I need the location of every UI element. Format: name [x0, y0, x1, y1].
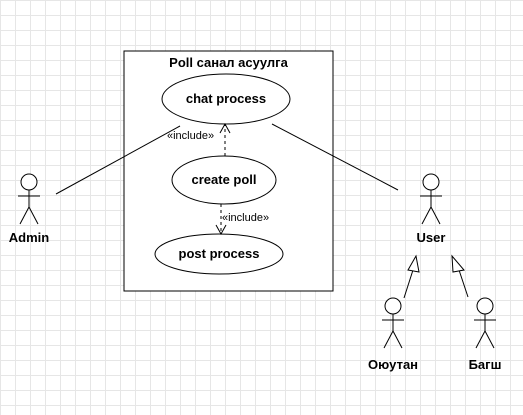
use-case-post-process-label: post process: [178, 246, 260, 261]
actor-student-label: Оюутан: [367, 357, 419, 372]
include-label-2: «include»: [222, 212, 270, 224]
use-case-chat-process-label: chat process: [185, 91, 267, 106]
actor-student-figure: [382, 297, 404, 349]
actor-user-label: User: [416, 230, 446, 245]
actor-teacher-figure: [474, 297, 496, 349]
include-arrowhead-2: [215, 224, 227, 236]
include-arrowhead-1: [219, 122, 231, 134]
association-admin-chat: [55, 125, 181, 195]
association-user-chat: [271, 123, 399, 191]
use-case-post-process: [154, 233, 284, 275]
actor-admin-figure: [18, 173, 40, 225]
generalization-arrowhead-student: [407, 254, 420, 273]
generalization-teacher-user: [458, 269, 469, 298]
actor-teacher-label: Багш: [468, 357, 502, 372]
use-case-create-poll: [171, 155, 277, 205]
use-case-chat-process: [161, 73, 291, 125]
actor-user-figure: [420, 173, 442, 225]
actor-admin-label: Admin: [8, 230, 50, 245]
generalization-student-user: [403, 269, 414, 299]
system-title: Poll санал асуулга: [169, 55, 288, 70]
use-case-create-poll-label: create poll: [191, 172, 257, 187]
generalization-arrowhead-teacher: [451, 254, 465, 273]
include-label-1: «include»: [167, 130, 215, 142]
